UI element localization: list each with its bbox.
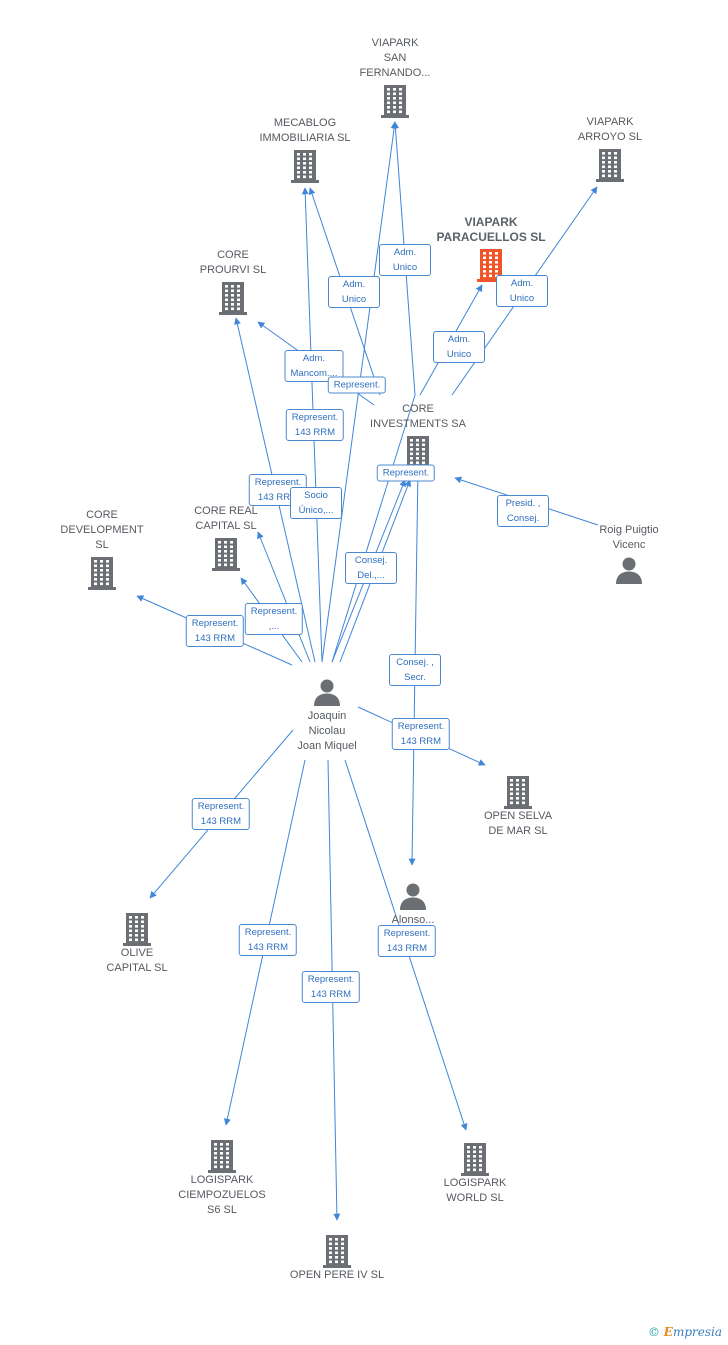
company-node-core-prourvi[interactable]: CORE PROURVI SL <box>168 248 298 315</box>
building-icon <box>157 1139 287 1173</box>
company-node-core-development[interactable]: CORE DEVELOPMENT SL <box>37 508 167 590</box>
person-node-roig[interactable]: Roig Puigtio Vicenc <box>564 520 694 584</box>
company-node-core-real[interactable]: CORE REAL CAPITAL SL <box>161 504 291 571</box>
building-icon <box>72 912 202 946</box>
relation-label[interactable]: Represent. 143 RRM <box>391 718 451 750</box>
node-label: Roig Puigtio Vicenc <box>599 524 659 551</box>
relation-label[interactable]: Represent. <box>327 376 387 394</box>
node-label: Joaquin Nicolau Joan Miquel <box>297 710 357 752</box>
node-label: VIAPARK PARACUELLOS SL <box>436 215 546 244</box>
relation-label[interactable]: Consej. , Secr. <box>389 654 441 686</box>
building-icon <box>168 281 298 315</box>
node-label: CORE DEVELOPMENT SL <box>60 509 144 551</box>
company-node-core-investments[interactable]: CORE INVESTMENTS SA <box>353 402 483 469</box>
node-label: VIAPARK SAN FERNANDO... <box>359 37 431 79</box>
person-icon <box>564 556 694 584</box>
node-label: LOGISPARK WORLD SL <box>443 1177 507 1204</box>
company-node-open-selva[interactable]: OPEN SELVA DE MAR SL <box>453 772 583 839</box>
person-node-joaquin[interactable]: Joaquin Nicolau Joan Miquel <box>262 675 392 754</box>
relation-label[interactable]: Adm. Unico <box>496 275 548 307</box>
relation-edge <box>257 531 311 663</box>
building-icon <box>37 556 167 590</box>
building-icon <box>545 148 675 182</box>
footer-brand: © Empresia <box>648 1325 722 1339</box>
relation-label[interactable]: Adm. Unico <box>433 331 485 363</box>
company-node-viapark-sf[interactable]: VIAPARK SAN FERNANDO... <box>330 36 460 118</box>
relation-label[interactable]: Consej. Del.,... <box>345 552 397 584</box>
relation-label[interactable]: Represent. 143 RRM <box>185 615 245 647</box>
relation-label[interactable]: Represent. 143 RRM <box>285 409 345 441</box>
copyright-symbol: © <box>647 1325 660 1339</box>
relation-label[interactable]: Adm. Unico <box>379 244 431 276</box>
person-node-alonso[interactable]: Alonso... <box>348 879 478 928</box>
company-node-olive[interactable]: OLIVE CAPITAL SL <box>72 909 202 976</box>
person-icon <box>262 678 392 706</box>
node-label: CORE INVESTMENTS SA <box>370 403 466 430</box>
person-icon <box>348 882 478 910</box>
company-node-logispark-ciempozuelos[interactable]: LOGISPARK CIEMPOZUELOS S6 SL <box>157 1136 287 1218</box>
node-label: OPEN SELVA DE MAR SL <box>483 810 553 837</box>
relation-label[interactable]: Represent. 143 RRM <box>301 971 361 1003</box>
building-icon <box>161 537 291 571</box>
building-icon <box>453 775 583 809</box>
company-node-open-pere[interactable]: OPEN PERE IV SL <box>272 1231 402 1283</box>
building-icon <box>330 84 460 118</box>
relation-label[interactable]: Socio Único,... <box>290 487 342 519</box>
node-label: OPEN PERE IV SL <box>289 1269 385 1281</box>
relation-label[interactable]: Represent. ,... <box>244 603 304 635</box>
relation-label[interactable]: Represent. 143 RRM <box>238 924 298 956</box>
node-label: VIAPARK ARROYO SL <box>577 116 643 143</box>
company-node-viapark-arroyo[interactable]: VIAPARK ARROYO SL <box>545 115 675 182</box>
building-icon <box>240 149 370 183</box>
building-icon <box>272 1234 402 1268</box>
node-label: OLIVE CAPITAL SL <box>106 947 168 974</box>
node-label: MECABLOG IMMOBILIARIA SL <box>259 117 351 144</box>
company-node-viapark-paracuellos[interactable]: VIAPARK PARACUELLOS SL <box>426 215 556 282</box>
node-label: CORE PROURVI SL <box>199 249 267 276</box>
node-label: CORE REAL CAPITAL SL <box>194 505 258 532</box>
relation-label[interactable]: Presid. , Consej. <box>497 495 549 527</box>
company-node-mecablog[interactable]: MECABLOG IMMOBILIARIA SL <box>240 116 370 183</box>
node-label: Alonso... <box>391 914 435 926</box>
relation-label[interactable]: Represent. <box>376 464 436 482</box>
relation-label[interactable]: Represent. 143 RRM <box>191 798 251 830</box>
node-label: LOGISPARK CIEMPOZUELOS S6 SL <box>178 1174 266 1216</box>
building-icon <box>426 248 556 282</box>
company-node-logispark-world[interactable]: LOGISPARK WORLD SL <box>410 1139 540 1206</box>
brand-logo[interactable]: Empresia <box>663 1325 722 1339</box>
relation-label[interactable]: Adm. Unico <box>328 276 380 308</box>
building-icon <box>410 1142 540 1176</box>
relation-label[interactable]: Represent. 143 RRM <box>377 925 437 957</box>
